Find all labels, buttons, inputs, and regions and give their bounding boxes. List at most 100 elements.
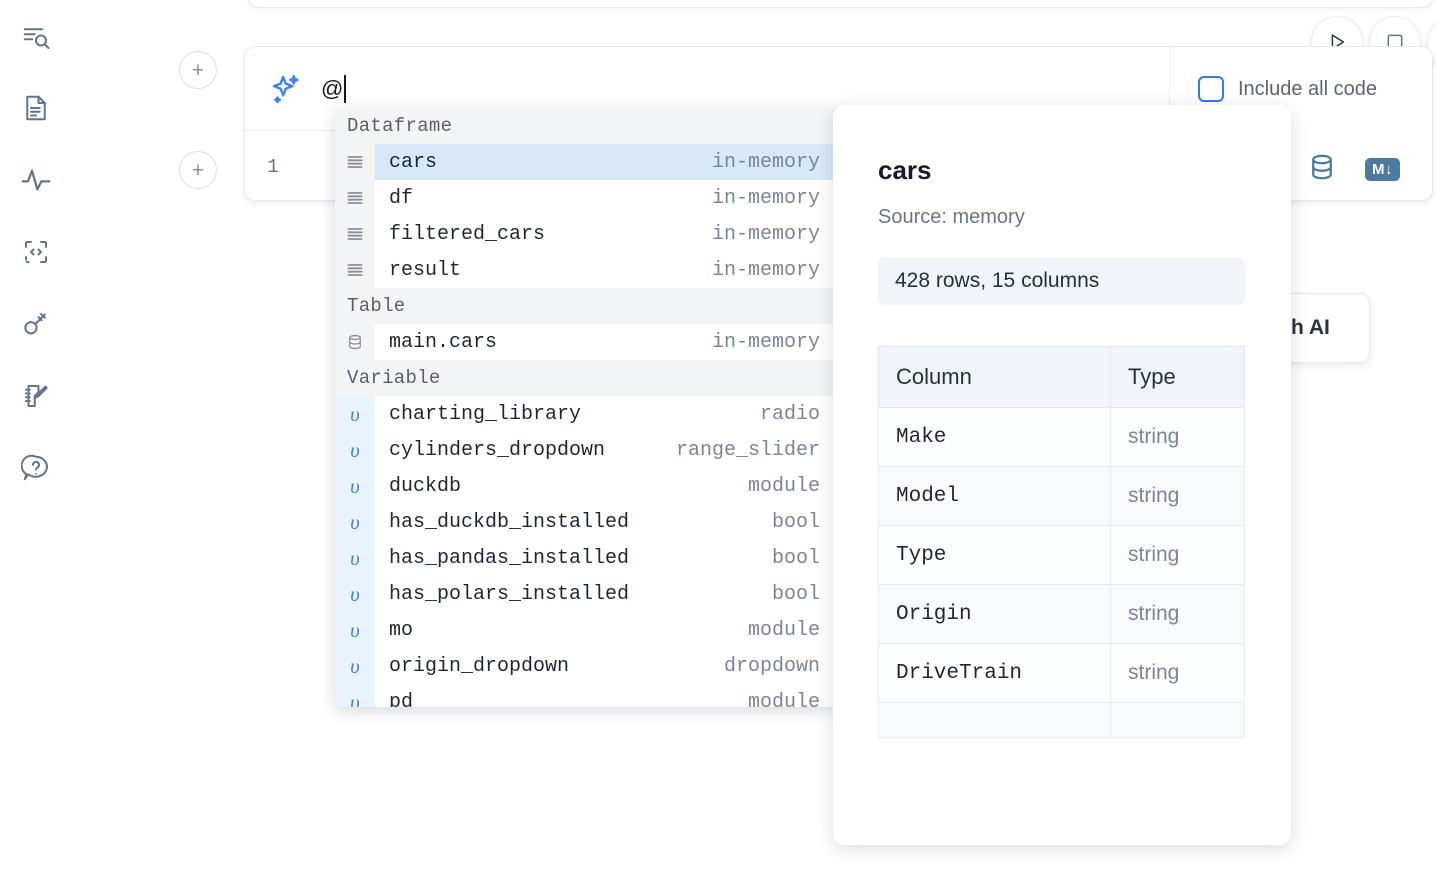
dataframe-icon <box>335 180 375 216</box>
dropdown-item-name: result <box>389 258 462 282</box>
column-name-cell: Type <box>878 525 1111 585</box>
dropdown-item-name: mo <box>389 618 414 642</box>
left-icon-rail <box>0 0 72 874</box>
dropdown-item-name: has_pandas_installed <box>389 546 630 570</box>
variable-icon: υ <box>335 648 375 684</box>
dropdown-item[interactable]: υ has_polars_installed bool <box>335 576 835 612</box>
table-row <box>878 702 1245 738</box>
variable-icon: υ <box>335 468 375 504</box>
explore-search-icon[interactable] <box>14 16 58 60</box>
include-all-code-checkbox[interactable]: Include all code <box>1198 76 1377 102</box>
text-caret <box>344 74 347 103</box>
dropdown-item-type: in-memory <box>711 330 820 354</box>
dropdown-item-type: module <box>747 690 820 708</box>
dropdown-section-header: Dataframe <box>335 108 835 144</box>
column-type-cell: string <box>1110 584 1245 644</box>
dropdown-item-type: range_slider <box>675 438 820 462</box>
detail-shape-badge: 428 rows, 15 columns <box>878 257 1245 305</box>
column-name-cell: Origin <box>878 584 1111 644</box>
dropdown-item[interactable]: υ origin_dropdown dropdown <box>335 648 835 684</box>
dataframe-detail-panel: cars Source: memory 428 rows, 15 columns… <box>833 105 1291 845</box>
previous-cell-partial <box>248 0 1433 8</box>
variable-icon: υ <box>335 396 375 432</box>
code-editor-row[interactable]: 1 M↓ <box>245 132 1434 202</box>
key-icon[interactable] <box>14 302 58 346</box>
file-document-icon[interactable] <box>14 86 58 130</box>
column-name-cell: Make <box>878 407 1111 467</box>
cell-ai-toolbar: Include all code <box>1169 47 1432 131</box>
detail-source: Source: memory <box>878 206 1025 228</box>
variable-icon: υ <box>335 540 375 576</box>
dropdown-item-name: main.cars <box>389 330 498 354</box>
table-db-icon <box>335 324 375 360</box>
dropdown-item-name: origin_dropdown <box>389 654 570 678</box>
column-type-cell: string <box>1110 525 1245 585</box>
dropdown-item-type: in-memory <box>711 186 820 210</box>
variable-icon: υ <box>335 504 375 540</box>
line-number: 1 <box>267 156 279 178</box>
dropdown-item-name: cylinders_dropdown <box>389 438 606 462</box>
dropdown-item[interactable]: υ charting_library radio <box>335 396 835 432</box>
dropdown-item-name: duckdb <box>389 474 462 498</box>
cell-output-icons: M↓ <box>1307 152 1400 187</box>
column-name-cell <box>878 702 1111 738</box>
generate-with-ai-label: h AI <box>1291 316 1330 339</box>
variable-icon: υ <box>335 576 375 612</box>
dropdown-item[interactable]: main.cars in-memory <box>335 324 835 360</box>
column-type-cell <box>1110 702 1245 738</box>
dropdown-item-type: module <box>747 474 820 498</box>
generate-with-ai-card[interactable]: h AI <box>1284 293 1370 363</box>
dropdown-item-type: module <box>747 618 820 642</box>
help-chat-icon[interactable] <box>14 446 58 490</box>
dropdown-item-type: bool <box>771 510 820 534</box>
activity-pulse-icon[interactable] <box>14 158 58 202</box>
dropdown-item-type: radio <box>759 402 820 426</box>
include-all-code-label: Include all code <box>1238 77 1377 100</box>
dropdown-item-name: filtered_cars <box>389 222 546 246</box>
checkbox-box-icon[interactable] <box>1198 76 1224 102</box>
dropdown-item-type: bool <box>771 582 820 606</box>
code-snippet-icon[interactable] <box>14 230 58 274</box>
dropdown-item-name: cars <box>389 150 438 174</box>
notebook-edit-icon[interactable] <box>14 374 58 418</box>
dropdown-item-type: dropdown <box>723 654 820 678</box>
add-cell-below-button[interactable]: + <box>179 151 217 189</box>
column-type-cell: string <box>1110 466 1245 526</box>
column-name-cell: DriveTrain <box>878 643 1111 703</box>
dropdown-item-name: has_polars_installed <box>389 582 630 606</box>
dataframe-icon <box>335 144 375 180</box>
column-name-cell: Model <box>878 466 1111 526</box>
dataframe-icon <box>335 252 375 288</box>
variable-icon: υ <box>335 612 375 648</box>
dropdown-section-header: Variable <box>335 360 835 396</box>
dropdown-item[interactable]: df in-memory <box>335 180 835 216</box>
ai-prompt-input[interactable]: @ <box>321 69 1171 109</box>
ai-prompt-value: @ <box>321 75 344 101</box>
database-icon[interactable] <box>1307 152 1337 187</box>
dropdown-item-type: bool <box>771 546 820 570</box>
dropdown-item-name: df <box>389 186 414 210</box>
add-cell-above-button[interactable]: + <box>179 51 217 89</box>
dropdown-item[interactable]: υ has_pandas_installed bool <box>335 540 835 576</box>
detail-title: cars <box>878 155 932 185</box>
dropdown-item-name: pd <box>389 690 414 708</box>
dropdown-item[interactable]: result in-memory <box>335 252 835 288</box>
dropdown-item-name: charting_library <box>389 402 582 426</box>
dataframe-icon <box>335 216 375 252</box>
markdown-badge-icon[interactable]: M↓ <box>1365 158 1400 181</box>
column-type-cell: string <box>1110 407 1245 467</box>
dropdown-item-type: in-memory <box>711 258 820 282</box>
